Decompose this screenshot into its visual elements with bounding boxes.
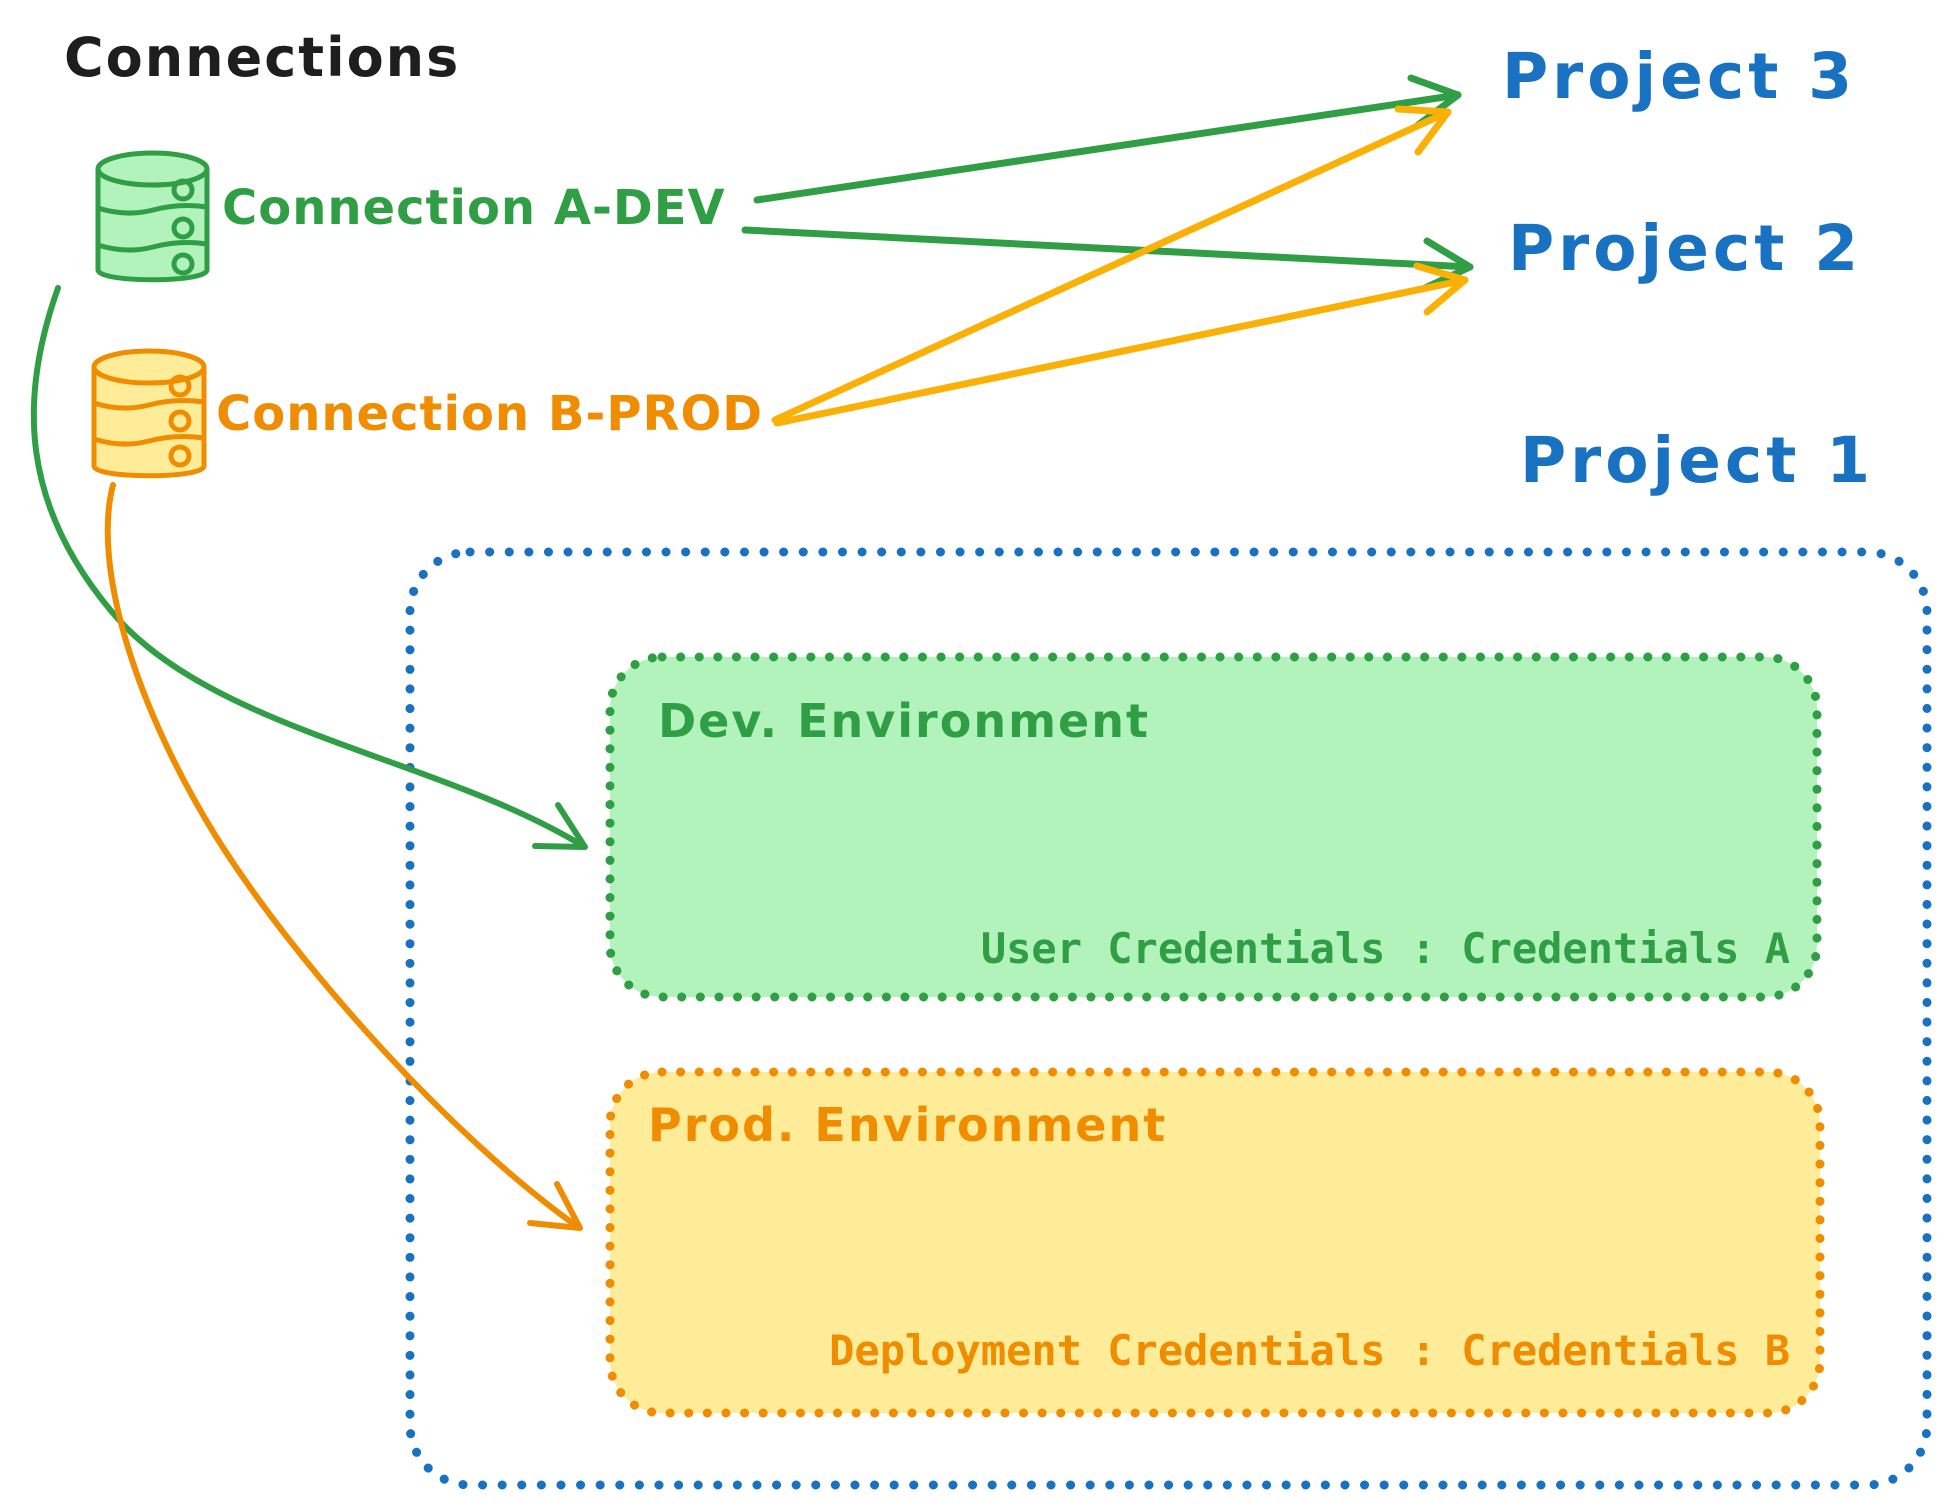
- project-1-label: Project 1: [1520, 424, 1875, 497]
- project-2-label: Project 2: [1508, 212, 1863, 285]
- arrow-b-prod-to-project-2: [773, 262, 1469, 427]
- project1-boundary-box: [405, 547, 1932, 1490]
- connection-b-prod-label: Connection B-PROD: [216, 386, 764, 442]
- arrow-b-prod-to-prod-environment: [104, 482, 583, 1231]
- prod-environment-box: [605, 1067, 1825, 1418]
- arrow-a-dev-to-project-3: [753, 74, 1462, 204]
- database-icon: [91, 348, 207, 479]
- prod-environment-title: Prod. Environment: [648, 1098, 1168, 1152]
- arrow-a-dev-to-project-2: [741, 226, 1474, 292]
- database-icon: [95, 150, 210, 283]
- prod-environment-credentials: Deployment Credentials : Credentials B: [829, 1326, 1790, 1375]
- diagram-title: Connections: [64, 26, 461, 89]
- dev-environment-title: Dev. Environment: [658, 694, 1150, 748]
- dev-environment-box: [605, 652, 1822, 1002]
- arrow-b-prod-to-project-3: [771, 105, 1452, 424]
- project-3-label: Project 3: [1502, 40, 1857, 113]
- dev-environment-credentials: User Credentials : Credentials A: [980, 924, 1790, 973]
- connection-a-dev-label: Connection A-DEV: [222, 180, 726, 236]
